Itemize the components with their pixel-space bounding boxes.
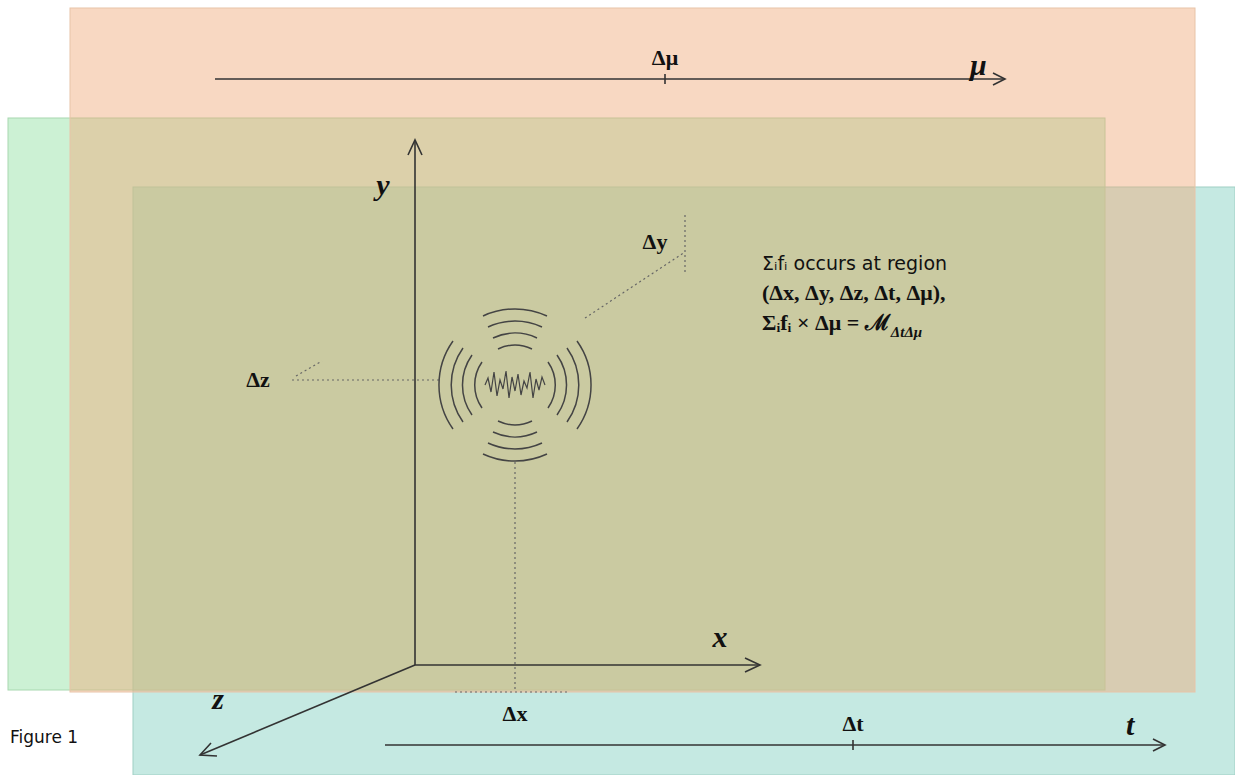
axis-label: y — [376, 168, 389, 201]
arrow-head — [745, 658, 760, 672]
arrow-head — [200, 743, 217, 756]
wave-arc — [488, 321, 542, 327]
mu-panel — [70, 8, 1195, 692]
interval-label: Δy — [643, 230, 668, 254]
wave-arc — [493, 432, 537, 437]
note-text: (Δx, Δy, Δz, Δt, Δμ), — [762, 281, 945, 305]
tick-mark — [664, 74, 666, 84]
wave-arc — [483, 454, 547, 461]
x-axis — [415, 664, 760, 666]
interval-label: Δx — [503, 702, 528, 726]
interval-label: Δμ — [652, 46, 678, 70]
wave-arc — [493, 333, 537, 338]
dimension-lines — [292, 215, 685, 692]
axis-label: t — [1126, 708, 1134, 741]
dy-leader — [585, 252, 685, 318]
axis-label: x — [713, 620, 728, 653]
background-panels — [8, 8, 1235, 775]
z-axis — [200, 665, 415, 755]
subscript-text: ΔtΔμ — [891, 324, 922, 341]
mu-axis — [215, 78, 1005, 80]
t-axis — [385, 744, 1165, 746]
dy-span — [684, 215, 685, 272]
wave-symbol — [439, 309, 591, 461]
axis-label: μ — [970, 48, 987, 81]
wave-arc — [451, 348, 463, 422]
dx-leader — [514, 462, 515, 690]
interval-label: Δt — [842, 712, 863, 736]
note-text: Σᵢfᵢ × Δμ = ℳ — [762, 311, 890, 335]
wave-arc — [462, 355, 472, 415]
y-axis — [414, 140, 416, 665]
figure-caption: Figure 1 — [10, 728, 78, 747]
wave-arc — [577, 341, 591, 429]
wave-arc — [475, 362, 482, 408]
arrow-head — [1153, 739, 1165, 751]
dz-span — [296, 361, 322, 376]
wave-arc — [439, 341, 453, 429]
wave-arc — [483, 309, 547, 316]
axes — [200, 73, 1165, 756]
dz-leader — [292, 379, 440, 380]
wave-arc — [498, 421, 532, 425]
wave-arc — [498, 345, 532, 349]
wave-arc — [557, 355, 567, 415]
interval-label: Δz — [246, 368, 270, 392]
noise-signal — [485, 371, 545, 398]
arrow-head — [408, 140, 422, 155]
note-text: Σᵢfᵢ occurs at region — [762, 253, 947, 274]
wave-arc — [548, 362, 555, 408]
tick-mark — [852, 740, 854, 750]
wave-arc — [488, 443, 542, 449]
arrow-head — [993, 73, 1005, 85]
wave-arc — [567, 348, 579, 422]
dx-span — [455, 691, 570, 692]
axis-label: z — [212, 682, 224, 715]
